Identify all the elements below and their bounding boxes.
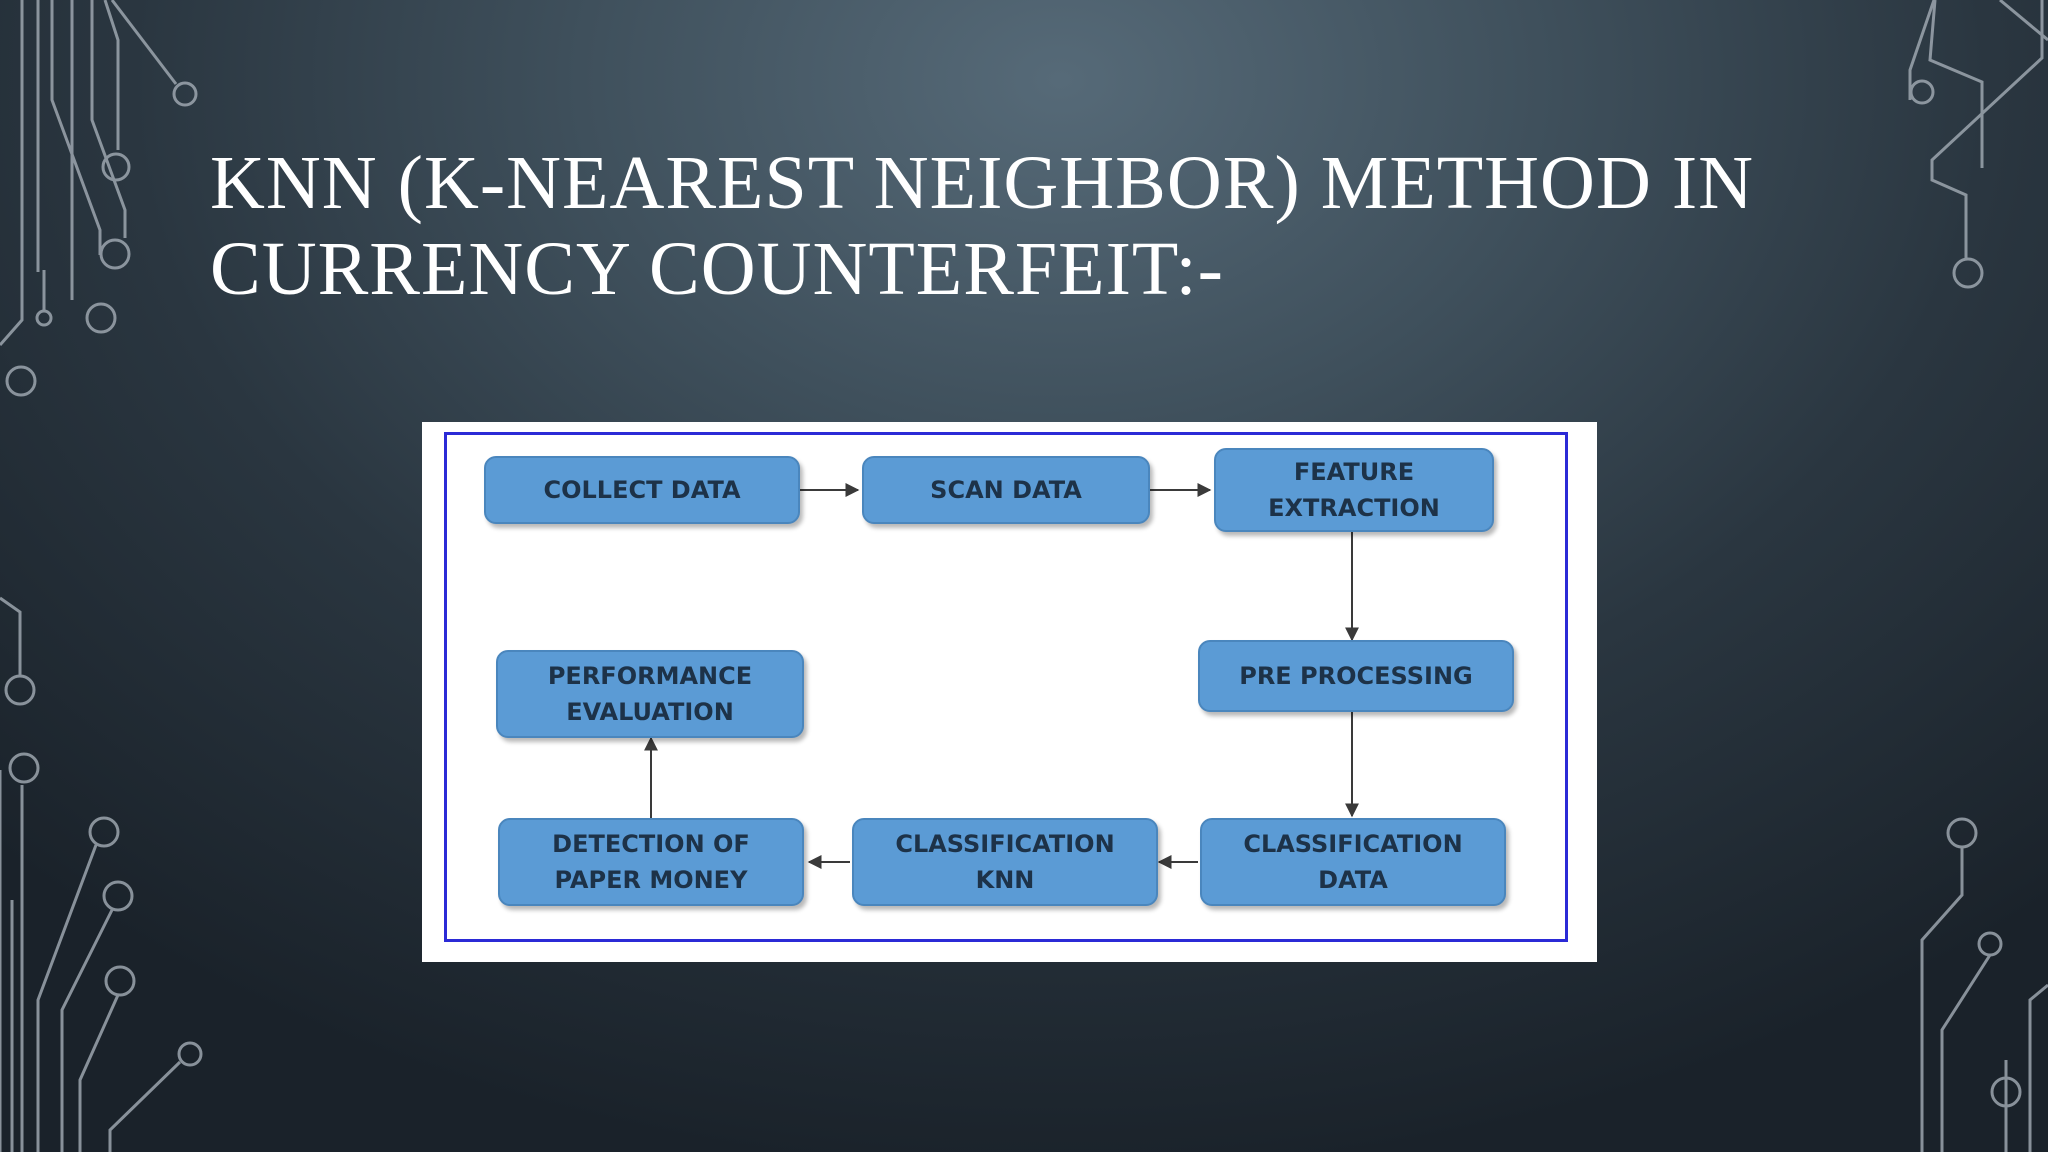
flowchart-edges [644,483,1359,869]
slide-title: KNN (K-NEAREST NEIGHBOR) METHOD IN CURRE… [210,141,1755,311]
circuit-top-right [1908,0,2048,289]
node-classification-knn: CLASSIFICATION KNN [852,818,1158,906]
node-classification-data: CLASSIFICATION DATA [1200,818,1506,906]
circuit-bottom-left [0,596,203,1152]
flowchart-frame [444,432,1568,942]
flowchart-image: COLLECT DATA SCAN DATA FEATURE EXTRACTIO… [422,422,1597,962]
node-feature-extraction: FEATURE EXTRACTION [1214,448,1494,532]
node-pre-processing: PRE PROCESSING [1198,640,1514,712]
circuit-bottom-right [1920,817,2048,1152]
node-collect-data: COLLECT DATA [484,456,800,524]
node-detection-of-paper-money: DETECTION OF PAPER MONEY [498,818,804,906]
node-scan-data: SCAN DATA [862,456,1150,524]
node-performance-evaluation: PERFORMANCE EVALUATION [496,650,804,738]
circuit-top-left [0,0,198,397]
